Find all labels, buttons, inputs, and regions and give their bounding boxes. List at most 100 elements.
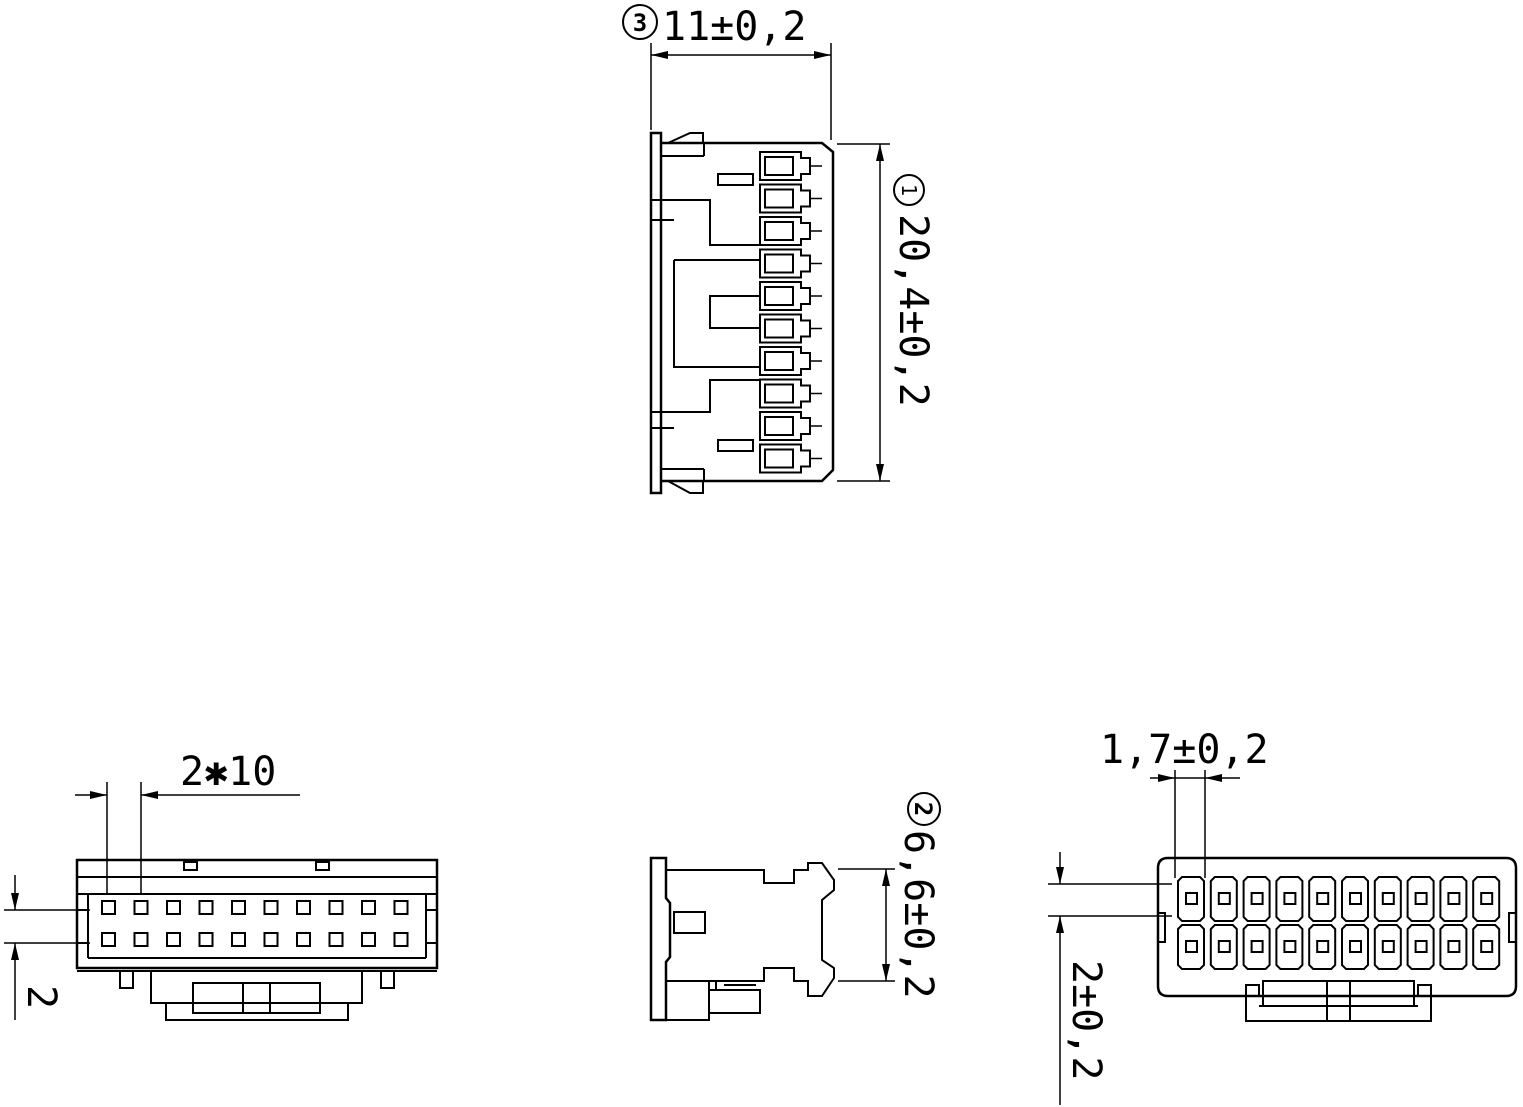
terminal-window bbox=[1414, 940, 1428, 953]
terminal-cell bbox=[1472, 924, 1501, 970]
terminal-cell bbox=[1177, 876, 1205, 922]
contact-hole bbox=[133, 932, 149, 947]
terminal-cell bbox=[1209, 876, 1238, 922]
contact-hole bbox=[166, 932, 181, 947]
front-view-holes bbox=[101, 900, 409, 947]
front-view: 2✱10 2 bbox=[4, 749, 439, 1021]
end-height-dimension: 2 6,6±0,2 bbox=[838, 792, 941, 999]
cavity bbox=[759, 248, 811, 279]
width-dim-text: 11±0,2 bbox=[662, 4, 807, 50]
rear-row-text: 2±0,2 bbox=[1063, 960, 1109, 1080]
contact-hole bbox=[231, 900, 246, 915]
cavity bbox=[759, 443, 811, 474]
terminal-window bbox=[1283, 892, 1297, 905]
terminal-window bbox=[1381, 892, 1395, 905]
terminal-window bbox=[1250, 892, 1264, 905]
cavity bbox=[759, 216, 811, 246]
cavity bbox=[759, 183, 811, 214]
callout-2-label: 2 bbox=[909, 802, 937, 816]
contact-hole bbox=[263, 900, 279, 915]
terminal-cell bbox=[1472, 876, 1501, 922]
contact-hole bbox=[296, 932, 311, 947]
front-row-dimension: 2 bbox=[4, 875, 90, 1020]
terminal-window bbox=[1480, 940, 1494, 953]
contact-hole bbox=[231, 932, 246, 947]
cavity-inner bbox=[764, 188, 794, 209]
callout-1-label: 1 bbox=[897, 184, 921, 196]
contact-hole bbox=[263, 932, 279, 947]
terminal-cell bbox=[1373, 924, 1402, 970]
contact-hole bbox=[166, 900, 181, 915]
contact-hole bbox=[101, 932, 116, 947]
cavity-inner bbox=[764, 383, 794, 404]
terminal-window bbox=[1381, 940, 1395, 953]
terminal-cell bbox=[1308, 924, 1337, 970]
end-height-text: 6,6±0,2 bbox=[895, 830, 941, 999]
terminal-cell bbox=[1406, 876, 1435, 922]
cavity-inner bbox=[764, 448, 794, 469]
rear-view: 1,7±0,2 2±0,2 bbox=[1048, 727, 1518, 1105]
contact-hole bbox=[328, 900, 344, 915]
width-dimension: 3 11±0,2 bbox=[622, 4, 832, 140]
side-view-cavities bbox=[759, 151, 822, 474]
front-view-body bbox=[75, 858, 439, 1021]
cavity-inner bbox=[764, 156, 794, 176]
terminal-window bbox=[1316, 892, 1330, 905]
terminal-window bbox=[1217, 940, 1231, 953]
height-dimension: 1 20,4±0,2 bbox=[837, 143, 936, 482]
cavity bbox=[759, 151, 811, 181]
callout-3-circle bbox=[622, 4, 658, 40]
cavity-inner bbox=[764, 351, 794, 371]
end-view: 2 6,6±0,2 bbox=[649, 792, 941, 1022]
height-dim-text: 20,4±0,2 bbox=[890, 214, 936, 407]
cavity-inner bbox=[764, 318, 794, 339]
terminal-cell bbox=[1275, 924, 1304, 970]
rear-pitch-dimension: 1,7±0,2 bbox=[1100, 727, 1269, 878]
end-view-body bbox=[649, 856, 835, 1022]
contact-hole bbox=[296, 900, 311, 915]
cavity-inner bbox=[764, 221, 794, 241]
contact-hole bbox=[133, 900, 149, 915]
terminal-cell bbox=[1242, 924, 1271, 970]
terminal-cell bbox=[1242, 876, 1271, 922]
terminal-cell bbox=[1341, 924, 1369, 970]
rear-row-dimension: 2±0,2 bbox=[1048, 852, 1172, 1105]
terminal-window bbox=[1250, 940, 1264, 953]
terminal-cell bbox=[1439, 876, 1468, 922]
cavity bbox=[759, 281, 811, 311]
rear-pitch-text: 1,7±0,2 bbox=[1100, 727, 1269, 773]
terminal-window bbox=[1185, 940, 1198, 953]
contact-hole bbox=[198, 900, 214, 915]
terminal-cell bbox=[1177, 924, 1205, 970]
cavity bbox=[759, 346, 811, 376]
terminal-window bbox=[1447, 892, 1461, 905]
terminal-cell bbox=[1373, 876, 1402, 922]
side-view-body bbox=[649, 131, 835, 495]
cavity bbox=[759, 411, 811, 441]
terminal-window bbox=[1480, 892, 1494, 905]
terminal-window bbox=[1447, 940, 1461, 953]
callout-3-label: 3 bbox=[633, 9, 647, 37]
terminal-cell bbox=[1439, 924, 1468, 970]
cavity bbox=[759, 378, 811, 409]
front-pitch-text: 2✱10 bbox=[180, 749, 276, 795]
cavity-inner bbox=[764, 253, 794, 274]
terminal-cell bbox=[1341, 876, 1369, 922]
terminal-window bbox=[1185, 892, 1198, 905]
contact-hole bbox=[198, 932, 214, 947]
callout-1-circle bbox=[893, 174, 925, 206]
side-view: 3 11±0,2 1 20,4±0,2 bbox=[622, 4, 936, 495]
contact-hole bbox=[101, 900, 116, 915]
contact-hole bbox=[393, 932, 409, 947]
cavity-inner bbox=[764, 416, 794, 436]
contact-hole bbox=[361, 900, 376, 915]
rear-view-body bbox=[1156, 856, 1518, 1022]
contact-hole bbox=[361, 932, 376, 947]
front-pitch-dimension: 2✱10 bbox=[75, 749, 300, 893]
terminal-window bbox=[1349, 940, 1362, 953]
cavity-inner bbox=[764, 286, 794, 306]
contact-hole bbox=[393, 900, 409, 915]
terminal-window bbox=[1283, 940, 1297, 953]
